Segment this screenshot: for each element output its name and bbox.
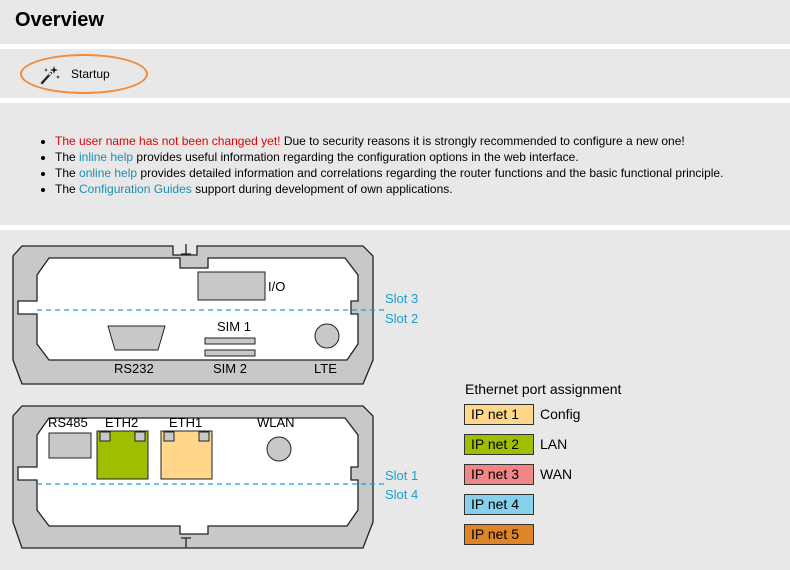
top-panel: I/O SIM 1 SIM 2 RS232 LTE Slot 3 Slot 2 [12, 244, 418, 385]
legend-role-label: WAN [540, 466, 573, 482]
warning-text: The user name has not been changed yet! [55, 134, 281, 148]
notice-item: The online help provides detailed inform… [55, 165, 723, 181]
notice-item: The inline help provides useful informat… [55, 149, 723, 165]
separator [0, 44, 790, 49]
notice-list: The user name has not been changed yet! … [40, 133, 723, 197]
legend-swatch-ip-net-3: IP net 3 [464, 464, 534, 485]
notice-text: The [55, 166, 80, 180]
magic-wand-icon [40, 66, 60, 85]
notice-text: The [55, 150, 80, 164]
separator [0, 98, 790, 103]
startup-button[interactable]: Startup [20, 54, 148, 94]
notice-text: The [55, 182, 80, 196]
notice-text: provides useful information regarding th… [133, 150, 579, 164]
sim2-label: SIM 2 [213, 361, 247, 376]
legend-swatch-ip-net-1: IP net 1 [464, 404, 534, 425]
notice-text: provides detailed information and correl… [137, 166, 724, 180]
legend-role-label: LAN [540, 436, 568, 452]
help-link[interactable]: online help [79, 166, 138, 180]
wlan-label: WLAN [257, 415, 295, 430]
bottom-panel: RS485 ETH2 ETH1 WLAN Slot 1 Slot 4 [12, 405, 418, 549]
io-label: I/O [268, 279, 285, 294]
startup-label: Startup [71, 67, 110, 81]
slot-3-label: Slot 3 [385, 291, 418, 306]
lte-label: LTE [314, 361, 337, 376]
eth2-label: ETH2 [105, 415, 138, 430]
notice-item: The user name has not been changed yet! … [55, 133, 723, 149]
rs232-label: RS232 [114, 361, 154, 376]
eth1-label: ETH1 [169, 415, 202, 430]
slot-1-label: Slot 1 [385, 468, 418, 483]
slot-4-label: Slot 4 [385, 487, 418, 502]
separator [0, 225, 790, 230]
sim1-label: SIM 1 [217, 319, 251, 334]
legend-title: Ethernet port assignment [465, 381, 622, 397]
legend-swatch-ip-net-4: IP net 4 [464, 494, 534, 515]
notice-text: Due to security reasons it is strongly r… [280, 134, 685, 148]
legend-role-label: Config [540, 406, 581, 422]
help-link[interactable]: Configuration Guides [79, 182, 192, 196]
notice-item: The Configuration Guides support during … [55, 181, 723, 197]
page-title: Overview [15, 9, 104, 31]
help-link[interactable]: inline help [79, 150, 134, 164]
notice-text: support during development of own applic… [191, 182, 453, 196]
slot-2-label: Slot 2 [385, 311, 418, 326]
device-front-diagram: I/O SIM 1 SIM 2 RS232 LTE Slot 3 Slot 2 … [12, 244, 418, 549]
legend-swatch-ip-net-5: IP net 5 [464, 524, 534, 545]
rs485-label: RS485 [48, 415, 88, 430]
legend-swatch-ip-net-2: IP net 2 [464, 434, 534, 455]
